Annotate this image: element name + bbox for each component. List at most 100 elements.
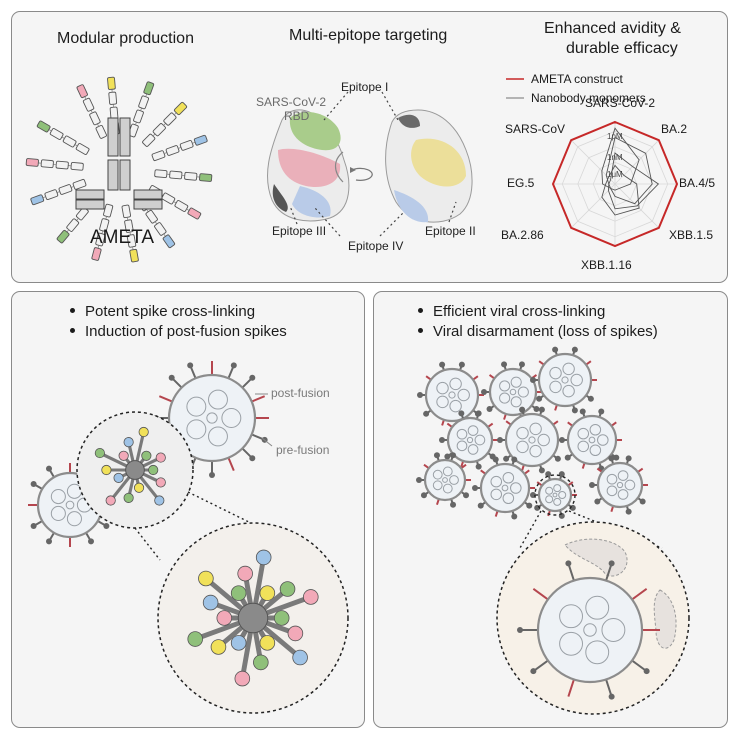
radar-axis-label: XBB.1.5 xyxy=(669,228,714,242)
ameta-linker xyxy=(154,221,158,225)
bound-nanobody xyxy=(230,635,247,651)
bound-nanobody xyxy=(123,492,134,503)
spike-head xyxy=(209,472,215,478)
rnp-coil xyxy=(624,479,636,491)
rnp-coil xyxy=(597,434,609,446)
spike-head xyxy=(450,501,457,508)
ameta-linker xyxy=(74,144,78,147)
spike-head xyxy=(511,456,518,463)
ameta-linker xyxy=(178,147,182,149)
modular-production-title: Modular production xyxy=(57,30,194,47)
rnp-coil xyxy=(545,495,554,504)
virion-envelope xyxy=(488,367,538,417)
radar-axis-label: BA.2 xyxy=(661,122,688,136)
rnp-coil xyxy=(606,485,618,497)
bound-nanobody xyxy=(287,625,304,642)
rnp-center xyxy=(448,391,456,399)
virion-envelope xyxy=(479,462,531,514)
rnp-coil xyxy=(553,497,562,506)
spike-head xyxy=(497,437,503,443)
rnp-coil xyxy=(617,489,629,500)
rnp-center xyxy=(509,388,517,396)
virion-envelope xyxy=(424,367,480,423)
virion xyxy=(472,456,535,520)
spike-head xyxy=(511,513,518,520)
right-bullet-1-text: Efficient viral cross-linking xyxy=(433,303,606,320)
spike-head xyxy=(608,693,615,700)
ameta-domain xyxy=(193,134,208,146)
virion-envelope xyxy=(537,477,573,513)
ameta-linker xyxy=(42,196,46,199)
virion xyxy=(589,455,648,515)
spike-head xyxy=(625,508,632,515)
spike-head xyxy=(46,538,52,545)
ameta-domain xyxy=(72,178,87,190)
ameta-linker xyxy=(140,107,142,111)
spike-head xyxy=(639,498,646,505)
ameta-core xyxy=(75,117,163,210)
rnp-coil xyxy=(558,490,567,500)
spike-head xyxy=(423,410,430,417)
virion xyxy=(481,361,542,423)
bound-nanobody xyxy=(148,464,159,476)
bound-nanobody xyxy=(101,464,112,476)
rnp-coil xyxy=(529,444,542,458)
rnp-coil xyxy=(467,444,479,455)
rnp-coil xyxy=(432,469,443,480)
ameta-domain xyxy=(103,203,114,218)
rnp-coil xyxy=(456,440,468,452)
pre-fusion-pointer xyxy=(261,437,273,447)
spike-head xyxy=(608,560,615,567)
spike-head xyxy=(420,492,427,499)
spike-head xyxy=(450,452,457,459)
spike-head xyxy=(598,408,605,415)
rnp-coil xyxy=(537,433,550,447)
spike-head xyxy=(417,392,423,398)
spike xyxy=(158,395,173,403)
ameta-linker xyxy=(97,245,100,249)
ameta-linker xyxy=(61,136,65,139)
spike-head xyxy=(30,523,37,529)
spike xyxy=(227,457,235,472)
rnp-coil xyxy=(449,399,462,413)
rnp-coil xyxy=(585,640,610,665)
radar-monomer-line xyxy=(601,127,640,191)
spike-head xyxy=(475,463,482,470)
ameta-linker xyxy=(163,123,166,126)
ameta-domain xyxy=(187,207,202,220)
rnp-coil xyxy=(529,422,542,436)
ameta-linker xyxy=(97,123,100,127)
left-bullet-2-text: Induction of post-fusion spikes xyxy=(85,323,287,340)
spike-head xyxy=(571,407,578,414)
virion xyxy=(530,346,597,414)
spike-head xyxy=(536,395,543,402)
legend-ameta-label: AMETA construct xyxy=(531,72,623,86)
rnp-coil xyxy=(517,386,529,398)
radar-axis-label: SARS-CoV xyxy=(505,122,566,136)
ameta-linker xyxy=(76,218,79,221)
rnp-coil xyxy=(585,595,610,620)
rnp-coil xyxy=(553,484,562,493)
rnp-coil xyxy=(436,381,449,395)
spike-head xyxy=(439,437,445,443)
ameta-domain xyxy=(76,84,88,99)
rnp-coil xyxy=(208,389,228,410)
bound-nanobody xyxy=(123,437,134,448)
spike xyxy=(631,659,648,672)
spike-head xyxy=(613,454,620,461)
spike-head xyxy=(545,471,552,478)
rnp-coil xyxy=(617,470,629,481)
spike-head xyxy=(530,668,537,675)
ameta-domain xyxy=(173,101,188,116)
rnp-coil xyxy=(66,511,82,527)
spike-head xyxy=(559,437,565,443)
disarm-connector-left xyxy=(519,510,542,549)
multi-epitope-title: Multi-epitope targeting xyxy=(289,27,448,44)
ameta-linker xyxy=(152,133,156,137)
ameta-linker xyxy=(163,152,168,154)
radar-axis-label: BA.2.86 xyxy=(501,228,544,242)
bound-nanobody xyxy=(234,670,251,687)
spike xyxy=(532,588,549,601)
